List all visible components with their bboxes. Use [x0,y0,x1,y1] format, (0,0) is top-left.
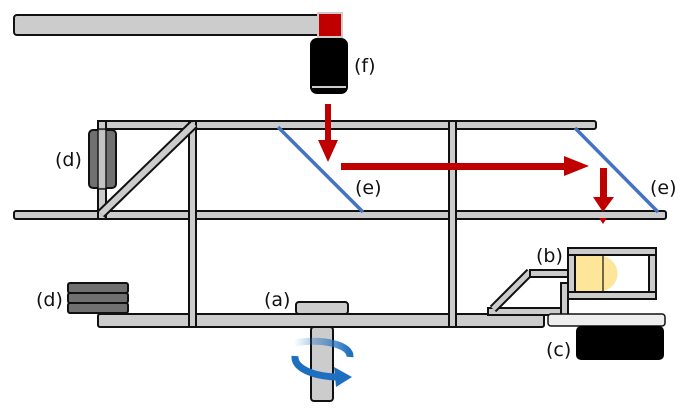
label-b: (b) [536,245,563,267]
beam-arrow-down-2 [593,168,614,224]
lamp-housing [567,247,657,300]
post-2 [448,120,457,328]
upper-rail [97,120,597,130]
beam-arrow-horizontal [341,156,589,176]
label-e-second: (e) [650,177,677,199]
post-1 [188,120,197,328]
mirror-2 [573,126,660,214]
base-rail [97,313,545,328]
sample-stage [295,301,349,315]
rotation-arrow-icon [291,337,354,387]
base-block [576,326,664,360]
mirror-1 [276,125,365,214]
label-d-stack: (d) [36,289,63,311]
camera-icon [310,38,348,94]
counterweight-stack [67,282,129,314]
label-f: (f) [354,55,376,77]
label-a: (a) [264,289,290,311]
lamp-bulb-icon [576,256,618,291]
left-post-over-weight [97,128,107,190]
lamp-support [487,268,571,316]
beam-arrow-down-1 [318,104,338,162]
label-c: (c) [546,339,571,361]
base-plate [547,313,666,327]
label-d-left: (d) [55,149,82,171]
middle-rail [13,210,667,220]
label-e-first: (e) [355,177,382,199]
camera-mount [317,12,343,38]
diagonal-brace [98,121,197,217]
camera-arm [13,14,323,36]
